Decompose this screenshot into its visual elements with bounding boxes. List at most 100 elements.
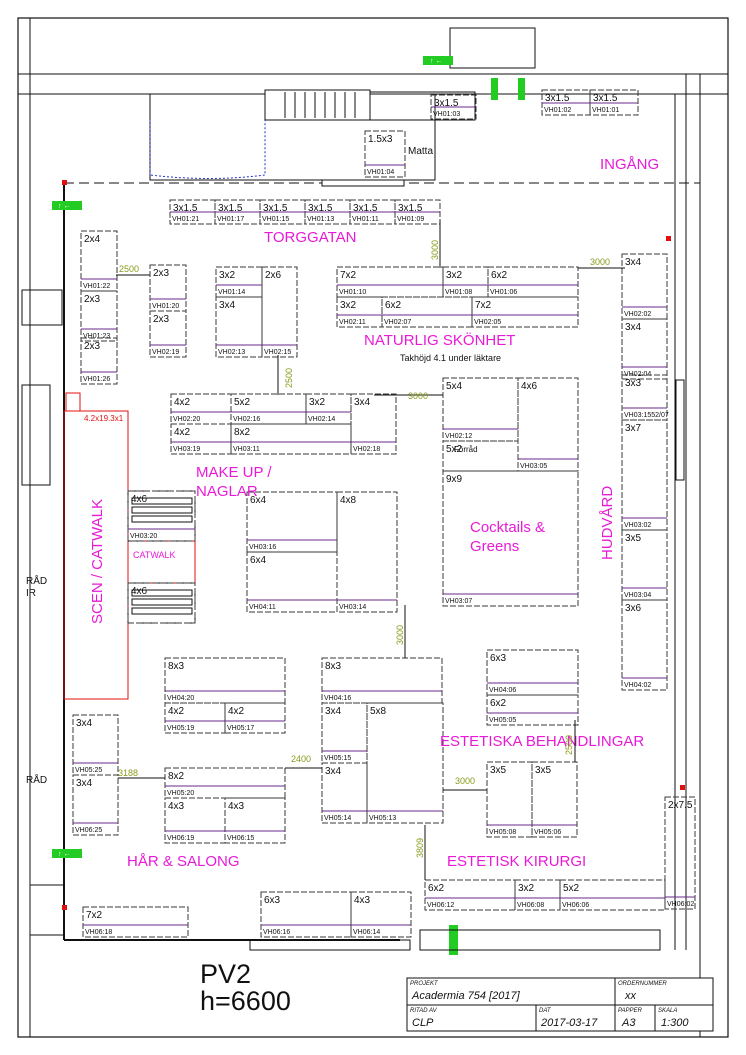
booth-outline — [621, 253, 668, 320]
red-marker — [680, 785, 685, 790]
booth-size: 3x4 — [325, 766, 342, 777]
seat-rows — [131, 497, 193, 615]
booth-code: VH01:02 — [544, 107, 571, 114]
booth-size: 4x6 — [131, 586, 148, 597]
booth-size: 4x2 — [174, 397, 191, 408]
zone-naglar: NAGLAR — [196, 483, 258, 500]
booth-size: 3x2 — [219, 270, 236, 281]
ritad-av-value: CLP — [412, 1017, 434, 1029]
dist-3000-top: 3000 — [430, 240, 440, 260]
booth-code: VH04:02 — [624, 682, 651, 689]
booth-size: 3x1.5 — [308, 203, 333, 214]
booth-code: VH02:13 — [218, 349, 245, 356]
booth-size: 8x2 — [234, 427, 251, 438]
left-seats — [21, 384, 51, 486]
booth-outline — [517, 377, 579, 472]
projekt-label: PROJEKT — [410, 981, 439, 987]
skala-value: 1:300 — [661, 1017, 689, 1029]
booth-size: 6x4 — [250, 555, 267, 566]
booth-code: VH03:05 — [520, 463, 547, 470]
booth-outline — [364, 130, 406, 178]
booth-code: VH02:14 — [308, 416, 335, 423]
booth-size: 6x2 — [490, 698, 507, 709]
booth-code: VH01:26 — [83, 376, 110, 383]
booth-code: VH01:14 — [218, 289, 245, 296]
red-marker — [666, 236, 671, 241]
booth-code: VH01:03 — [433, 111, 460, 118]
booth-outline — [621, 599, 668, 691]
booth-size: 9x9 — [446, 474, 463, 485]
booth-size: 2x3 — [84, 341, 101, 352]
forrad-label: Förråd — [454, 445, 478, 454]
booth-code: VH05:08 — [489, 829, 516, 836]
booth-size: 5x2 — [234, 397, 251, 408]
fragment-rad: RÅD — [26, 574, 47, 587]
booth-code: VH01:09 — [397, 216, 424, 223]
booths: 3x1.5VH01:033x1.5VH01:023x1.5VH01:011.5x… — [72, 89, 696, 938]
booth-size: 3x4 — [76, 718, 93, 729]
booth-outline — [559, 879, 666, 911]
booth-code: VH05:19 — [167, 725, 194, 732]
booth-outline — [215, 296, 263, 358]
booth-size: 4x2 — [174, 427, 191, 438]
zone-makeup: MAKE UP / — [196, 464, 272, 481]
papper-value: A3 — [621, 1017, 636, 1029]
zone-estetisk-kirurgi: ESTETISK KIRURGI — [447, 853, 586, 870]
booth-size: 8x2 — [168, 771, 185, 782]
zone-scen-catwalk: SCEN / CATWALK — [89, 499, 106, 624]
projekt-value: Acadermia 754 [2017] — [411, 990, 521, 1002]
booth-size: 3x1.5 — [353, 203, 378, 214]
ordernummer-label: ORDERNUMMER — [618, 981, 667, 987]
booth-size: 3x2 — [309, 397, 326, 408]
zone-har-salong: HÅR & SALONG — [127, 853, 240, 870]
booth-size: 3x1.5 — [263, 203, 288, 214]
booth-code: VH03:14 — [339, 604, 366, 611]
booth-size: 6x2 — [385, 300, 402, 311]
catwalk-label: CATWALK — [133, 550, 176, 560]
booth-code: VH06:25 — [75, 827, 102, 834]
booth-size: 3x6 — [625, 603, 642, 614]
booth-size: 2x4 — [84, 234, 101, 245]
matta-label: Matta — [408, 146, 433, 157]
zone-naturlig-skonhet: NATURLIG SKÖNHET — [364, 331, 515, 349]
zone-torggatan: TORGGATAN — [264, 229, 357, 246]
distance-lines — [116, 220, 625, 880]
booth-code: VH03:11 — [233, 446, 260, 453]
booth-code: VH05:06 — [534, 829, 561, 836]
booth-code: VH01:15 — [262, 216, 289, 223]
fragment-ir: IR — [26, 588, 36, 599]
booth-size: 6x3 — [264, 895, 281, 906]
booth-code: VH03:04 — [624, 592, 651, 599]
booth-code: VH05:15 — [324, 755, 351, 762]
booth-size: 6x3 — [490, 653, 507, 664]
booth-size: 4x2 — [228, 706, 245, 717]
bottom-window — [249, 939, 411, 951]
dist-3000-right: 3000 — [590, 257, 610, 267]
booth-outline — [336, 491, 398, 613]
top-room — [449, 27, 536, 69]
exit-sign-top: ↑ ← — [423, 56, 453, 65]
